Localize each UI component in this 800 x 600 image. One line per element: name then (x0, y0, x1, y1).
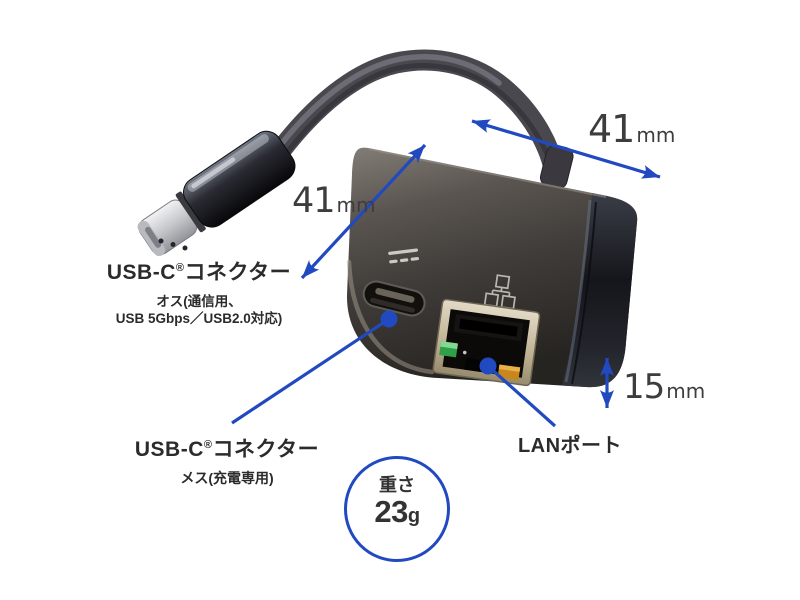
weight-label: 重さ (379, 475, 415, 495)
callout-dot-lan-port (479, 357, 497, 375)
dimension-cable-length-unit: mm (636, 123, 676, 147)
label-lan-port-title: LANポート (517, 435, 623, 457)
weight-badge: 重さ 23g (344, 456, 450, 562)
dimension-arrow-body-width (300, 143, 427, 280)
label-usb-c-female-title: USB-C®コネクター (117, 432, 337, 463)
label-lan-port: LANポート (510, 433, 630, 459)
lan-led-green (439, 341, 458, 358)
label-usb-c-female-sub: メス(充電専用) (180, 470, 274, 486)
dimension-cable-length-value: 41 (588, 107, 635, 151)
lan-port (432, 298, 541, 387)
registered-mark: ® (203, 439, 213, 451)
label-usb-c-female: USB-C®コネクター メス(充電専用) (117, 432, 337, 487)
dimension-body-width-value: 41 (292, 181, 336, 221)
registered-mark: ® (175, 262, 185, 274)
label-usb-c-male-sub2: USB 5Gbps／USB2.0対応) (115, 311, 283, 326)
label-usb-c-male: USB-C®コネクター オス(通信用、 USB 5Gbps／USB2.0対応) (84, 255, 314, 327)
label-usb-c-male-name: USB-C (106, 261, 176, 284)
dimension-body-width-unit: mm (336, 193, 376, 217)
weight-value-line: 23g (347, 496, 447, 532)
dimension-body-height-value: 15 (623, 367, 665, 407)
callout-line-usb-c-port (231, 317, 390, 425)
dimension-body-height-unit: mm (666, 379, 706, 403)
label-usb-c-female-name: USB-C (134, 438, 204, 461)
usb-c-plug-contacts (158, 238, 188, 251)
callout-dot-usb-c-port (380, 310, 398, 328)
label-usb-c-male-title: USB-C®コネクター (84, 255, 314, 286)
lan-led-amber (497, 364, 521, 381)
label-usb-c-female-suffix: コネクター (212, 438, 320, 461)
label-usb-c-male-suffix: コネクター (184, 261, 292, 284)
callout-line-lan-port (486, 364, 557, 428)
usb-c-plug-overmold (183, 130, 296, 228)
weight-value: 23 (374, 494, 408, 529)
label-usb-c-male-sub1: オス(通信用、 (156, 294, 242, 309)
weight-unit: g (407, 505, 420, 527)
usb-c-plug (137, 130, 296, 257)
usb-c-port (362, 280, 426, 317)
dimension-arrow-cable-length (471, 119, 661, 179)
